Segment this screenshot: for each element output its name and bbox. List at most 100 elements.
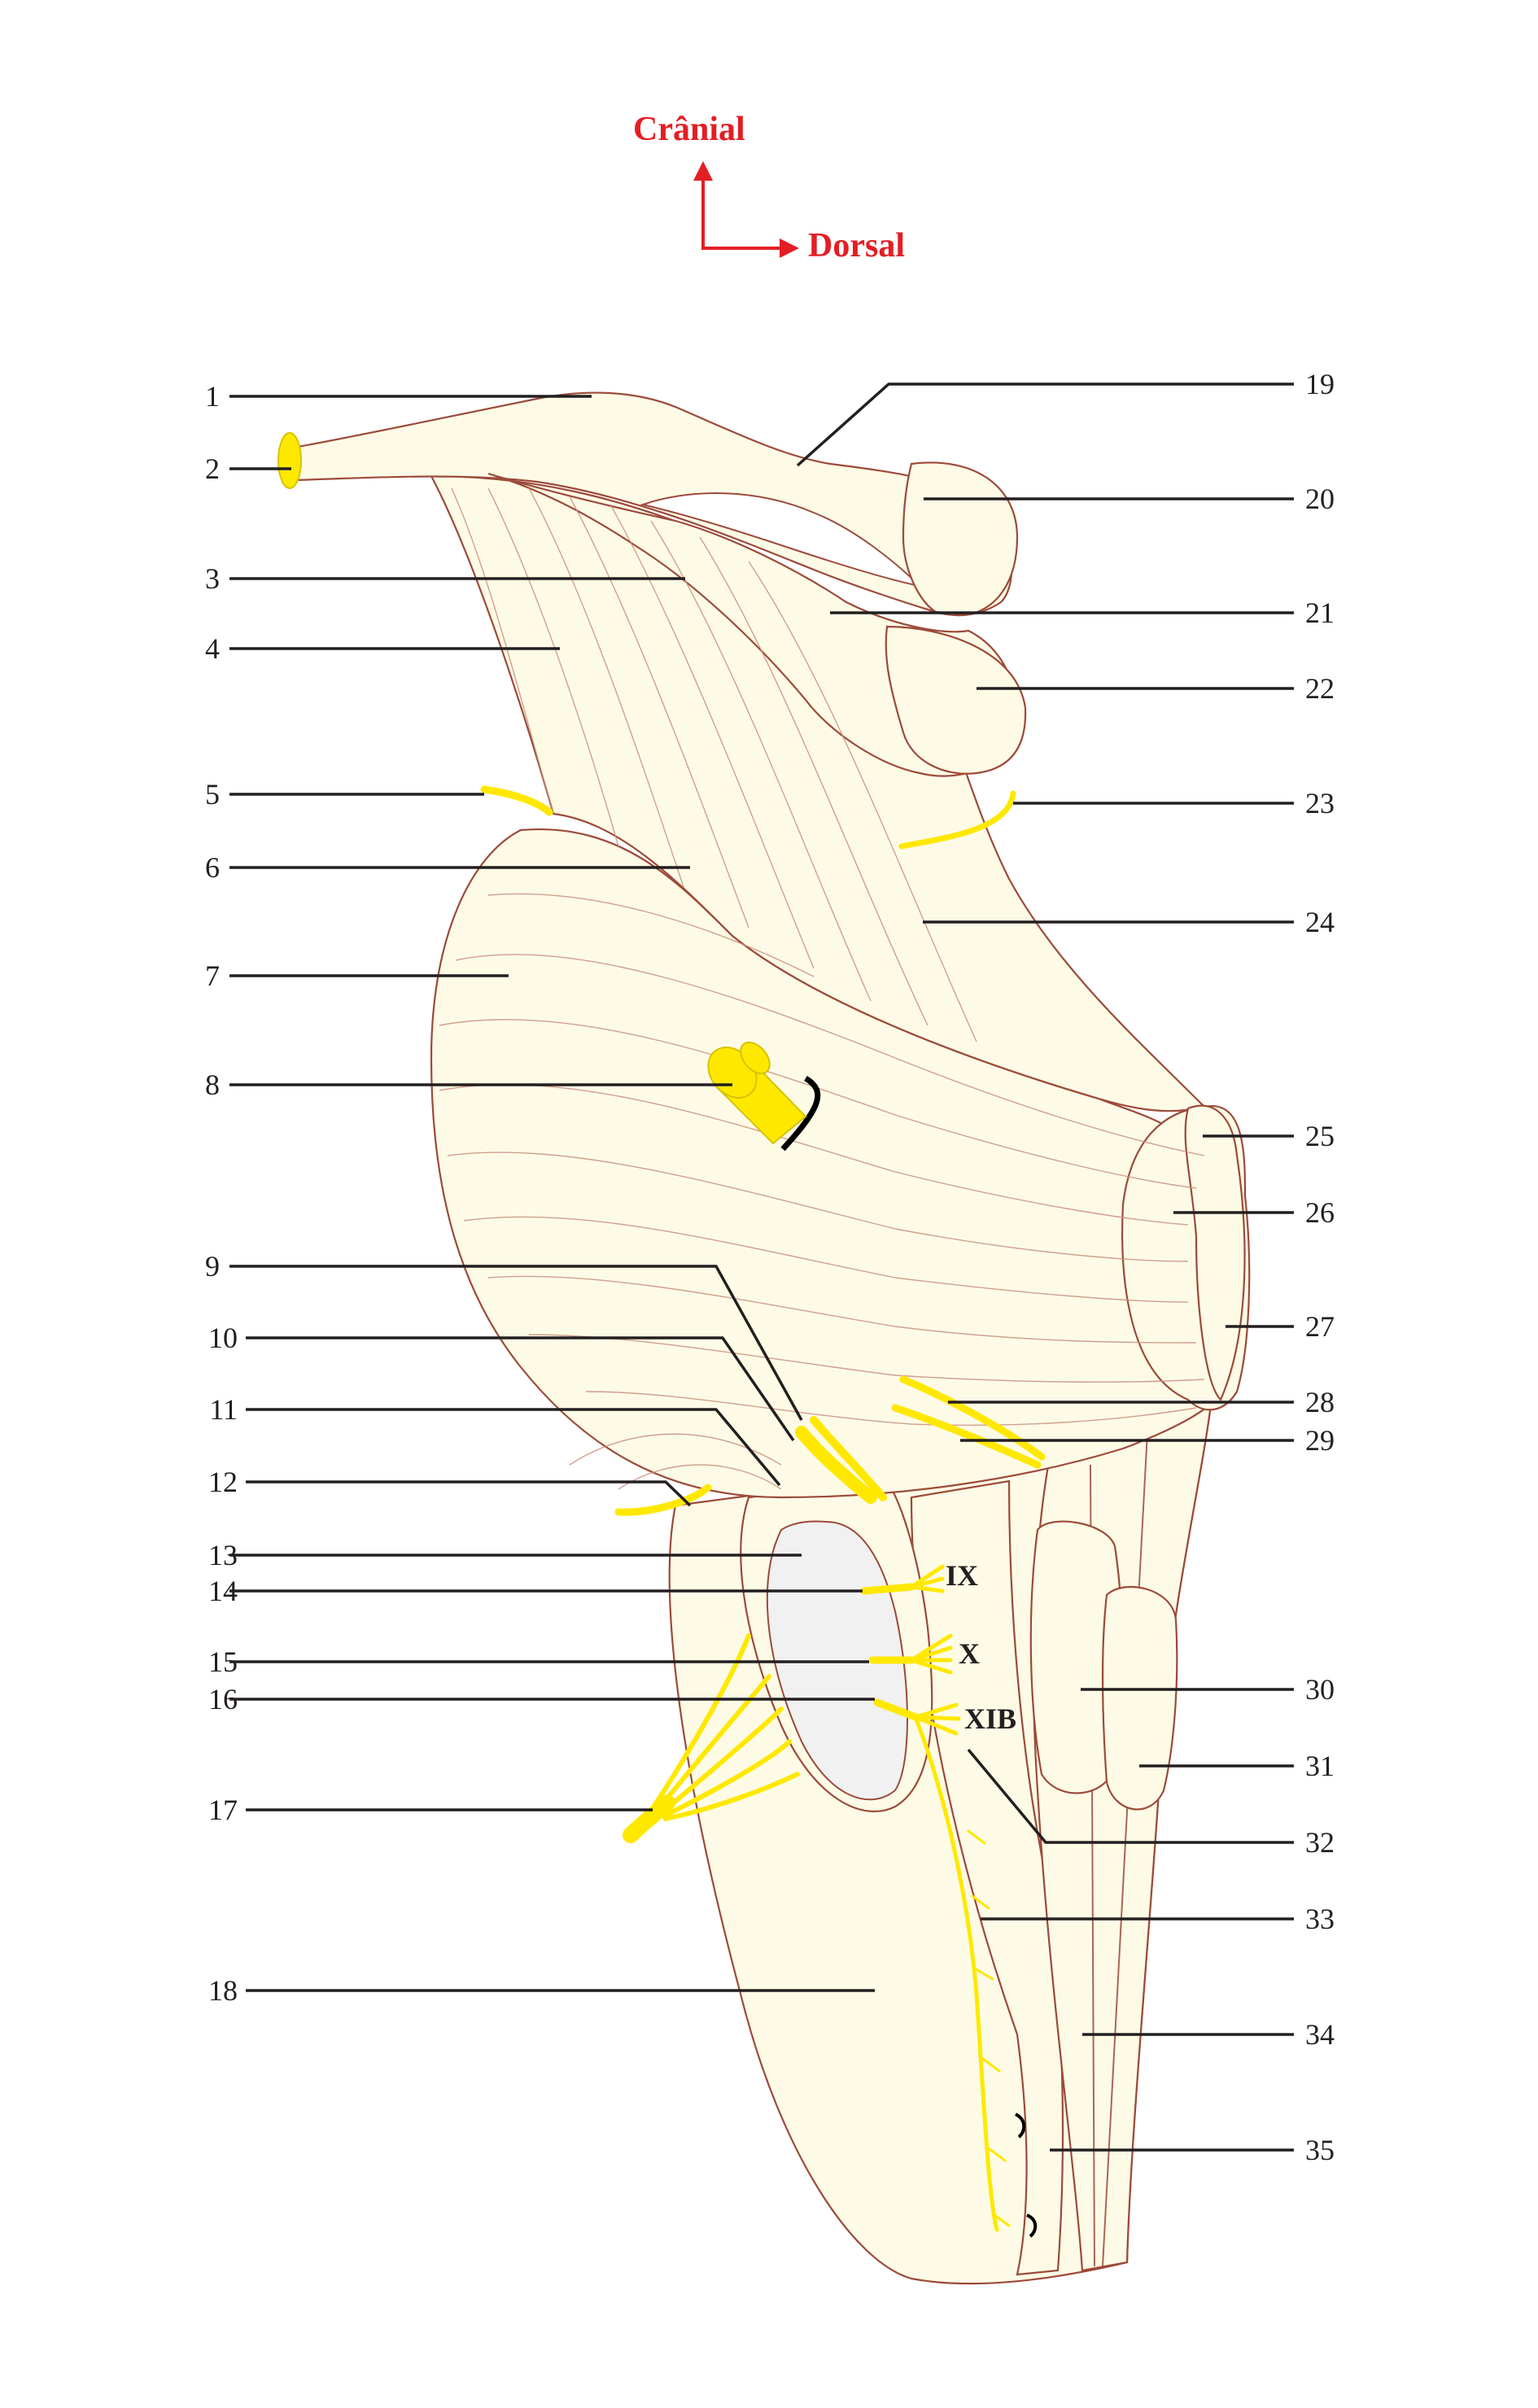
label-14: 14 bbox=[208, 1575, 238, 1607]
label-29: 29 bbox=[1305, 1424, 1335, 1457]
vagus-nerve bbox=[868, 1633, 953, 1675]
cochlear-nerve bbox=[891, 1404, 1042, 1469]
inferior-colliculus bbox=[885, 625, 1027, 775]
label-28: 28 bbox=[1305, 1386, 1335, 1418]
trigeminal-cut-edge bbox=[780, 1075, 821, 1152]
label-19: 19 bbox=[1305, 368, 1335, 400]
leader-32 bbox=[967, 1748, 1294, 1844]
label-17: 17 bbox=[208, 1794, 238, 1826]
label-22: 22 bbox=[1305, 672, 1335, 705]
nerve-root-labels: IX X XIB bbox=[946, 1559, 1016, 1735]
dorsal-arrow-head bbox=[780, 238, 799, 258]
label-xib: XIB bbox=[964, 1702, 1016, 1735]
pons-fiber-8 bbox=[585, 1391, 1197, 1426]
gracile-tubercle bbox=[1101, 1585, 1178, 1811]
label-2: 2 bbox=[205, 452, 220, 485]
label-20: 20 bbox=[1305, 483, 1335, 515]
label-3: 3 bbox=[205, 562, 220, 595]
left-labels: 1 2 3 4 5 6 7 8 9 10 11 12 13 14 15 16 1… bbox=[205, 380, 238, 2007]
label-8: 8 bbox=[205, 1069, 220, 1101]
fiber-7 bbox=[699, 536, 928, 1026]
vestibular-nerve bbox=[899, 1375, 1046, 1461]
label-18: 18 bbox=[208, 1974, 238, 2007]
label-30: 30 bbox=[1305, 1673, 1335, 1706]
hypoglossal-root-1 bbox=[649, 1633, 751, 1813]
glossopharyngeal-rootlets bbox=[909, 1564, 945, 1593]
label-13: 13 bbox=[208, 1539, 238, 1571]
glossopharyngeal-nerve bbox=[860, 1564, 945, 1595]
leader-10 bbox=[246, 1336, 795, 1441]
label-1: 1 bbox=[205, 380, 220, 413]
label-23: 23 bbox=[1305, 787, 1335, 819]
rootlet-cut-2 bbox=[1026, 2214, 1038, 2238]
glossopharyngeal-trunk bbox=[860, 1583, 915, 1595]
label-10: 10 bbox=[208, 1322, 238, 1354]
vagus-rootlets bbox=[909, 1633, 953, 1675]
spinal-rootlets bbox=[967, 1829, 1011, 2227]
fiber-5 bbox=[610, 504, 815, 969]
pons-fiber-7 bbox=[528, 1334, 1205, 1383]
label-15: 15 bbox=[208, 1645, 238, 1678]
label-31: 31 bbox=[1305, 1750, 1335, 1782]
label-x: X bbox=[959, 1637, 980, 1670]
nerve-23 bbox=[898, 790, 1016, 850]
pons-fiber-2 bbox=[439, 1019, 1197, 1189]
dorsal-label: Dorsal bbox=[808, 227, 905, 264]
hypoglossal-root-2 bbox=[653, 1674, 771, 1816]
label-27: 27 bbox=[1305, 1310, 1335, 1343]
orientation-indicator: Crânial Dorsal bbox=[633, 111, 905, 264]
pons-fiber-9 bbox=[487, 893, 815, 977]
label-24: 24 bbox=[1305, 906, 1335, 938]
cranial-arrow-head bbox=[693, 161, 713, 181]
accessory-rootlets bbox=[913, 1702, 961, 1736]
fiber-texture bbox=[439, 487, 1205, 1490]
hypoglossal-root-4 bbox=[661, 1739, 792, 1819]
facial-nerve bbox=[795, 1426, 877, 1504]
spinal-accessory-nerve bbox=[913, 1715, 999, 2232]
label-9: 9 bbox=[205, 1250, 220, 1283]
cranial-label: Crânial bbox=[633, 111, 745, 148]
pons-fiber-1 bbox=[455, 954, 1205, 1156]
fiber-3 bbox=[528, 487, 684, 888]
trigeminal-sensory-root bbox=[740, 1041, 771, 1075]
optic-nerve-end bbox=[277, 432, 302, 489]
pons-fiber-6 bbox=[487, 1275, 1197, 1344]
label-11: 11 bbox=[209, 1393, 238, 1426]
label-5: 5 bbox=[205, 778, 220, 811]
fiber-2 bbox=[487, 487, 619, 847]
hypoglossal-root-3 bbox=[657, 1707, 784, 1817]
accessory-nerve bbox=[873, 1698, 1038, 2238]
pons-fiber-11 bbox=[618, 1464, 782, 1490]
leader-12 bbox=[246, 1480, 692, 1507]
fiber-4 bbox=[569, 496, 749, 929]
pons-fiber-3 bbox=[439, 1084, 1189, 1226]
leader-11 bbox=[246, 1408, 781, 1487]
pons-fiber-4 bbox=[447, 1152, 1189, 1262]
label-6: 6 bbox=[205, 851, 220, 884]
fiber-1 bbox=[451, 487, 554, 815]
accessory-trunk bbox=[873, 1698, 920, 1721]
rootlet-cut-1 bbox=[1014, 2113, 1026, 2139]
pons-fiber-5 bbox=[463, 1216, 1189, 1303]
label-34: 34 bbox=[1305, 2018, 1335, 2051]
label-4: 4 bbox=[205, 632, 220, 665]
leader-9 bbox=[229, 1265, 803, 1421]
abducens-nerve bbox=[614, 1484, 712, 1516]
brainstem-structure bbox=[277, 391, 1251, 2285]
label-12: 12 bbox=[208, 1466, 238, 1498]
label-33: 33 bbox=[1305, 1903, 1335, 1935]
fiber-8 bbox=[748, 561, 977, 1042]
band-line-b bbox=[1102, 1431, 1148, 2267]
label-35: 35 bbox=[1305, 2134, 1335, 2166]
leader-19 bbox=[796, 382, 1294, 467]
intermediate-nerve bbox=[810, 1416, 887, 1501]
label-32: 32 bbox=[1305, 1826, 1335, 1859]
label-7: 7 bbox=[205, 959, 220, 992]
superior-colliculus bbox=[902, 461, 1019, 616]
leader-lines bbox=[229, 382, 1294, 2152]
hypoglossal-root-5 bbox=[663, 1772, 800, 1821]
trochlear-nerve bbox=[480, 785, 553, 816]
label-21: 21 bbox=[1305, 597, 1335, 629]
